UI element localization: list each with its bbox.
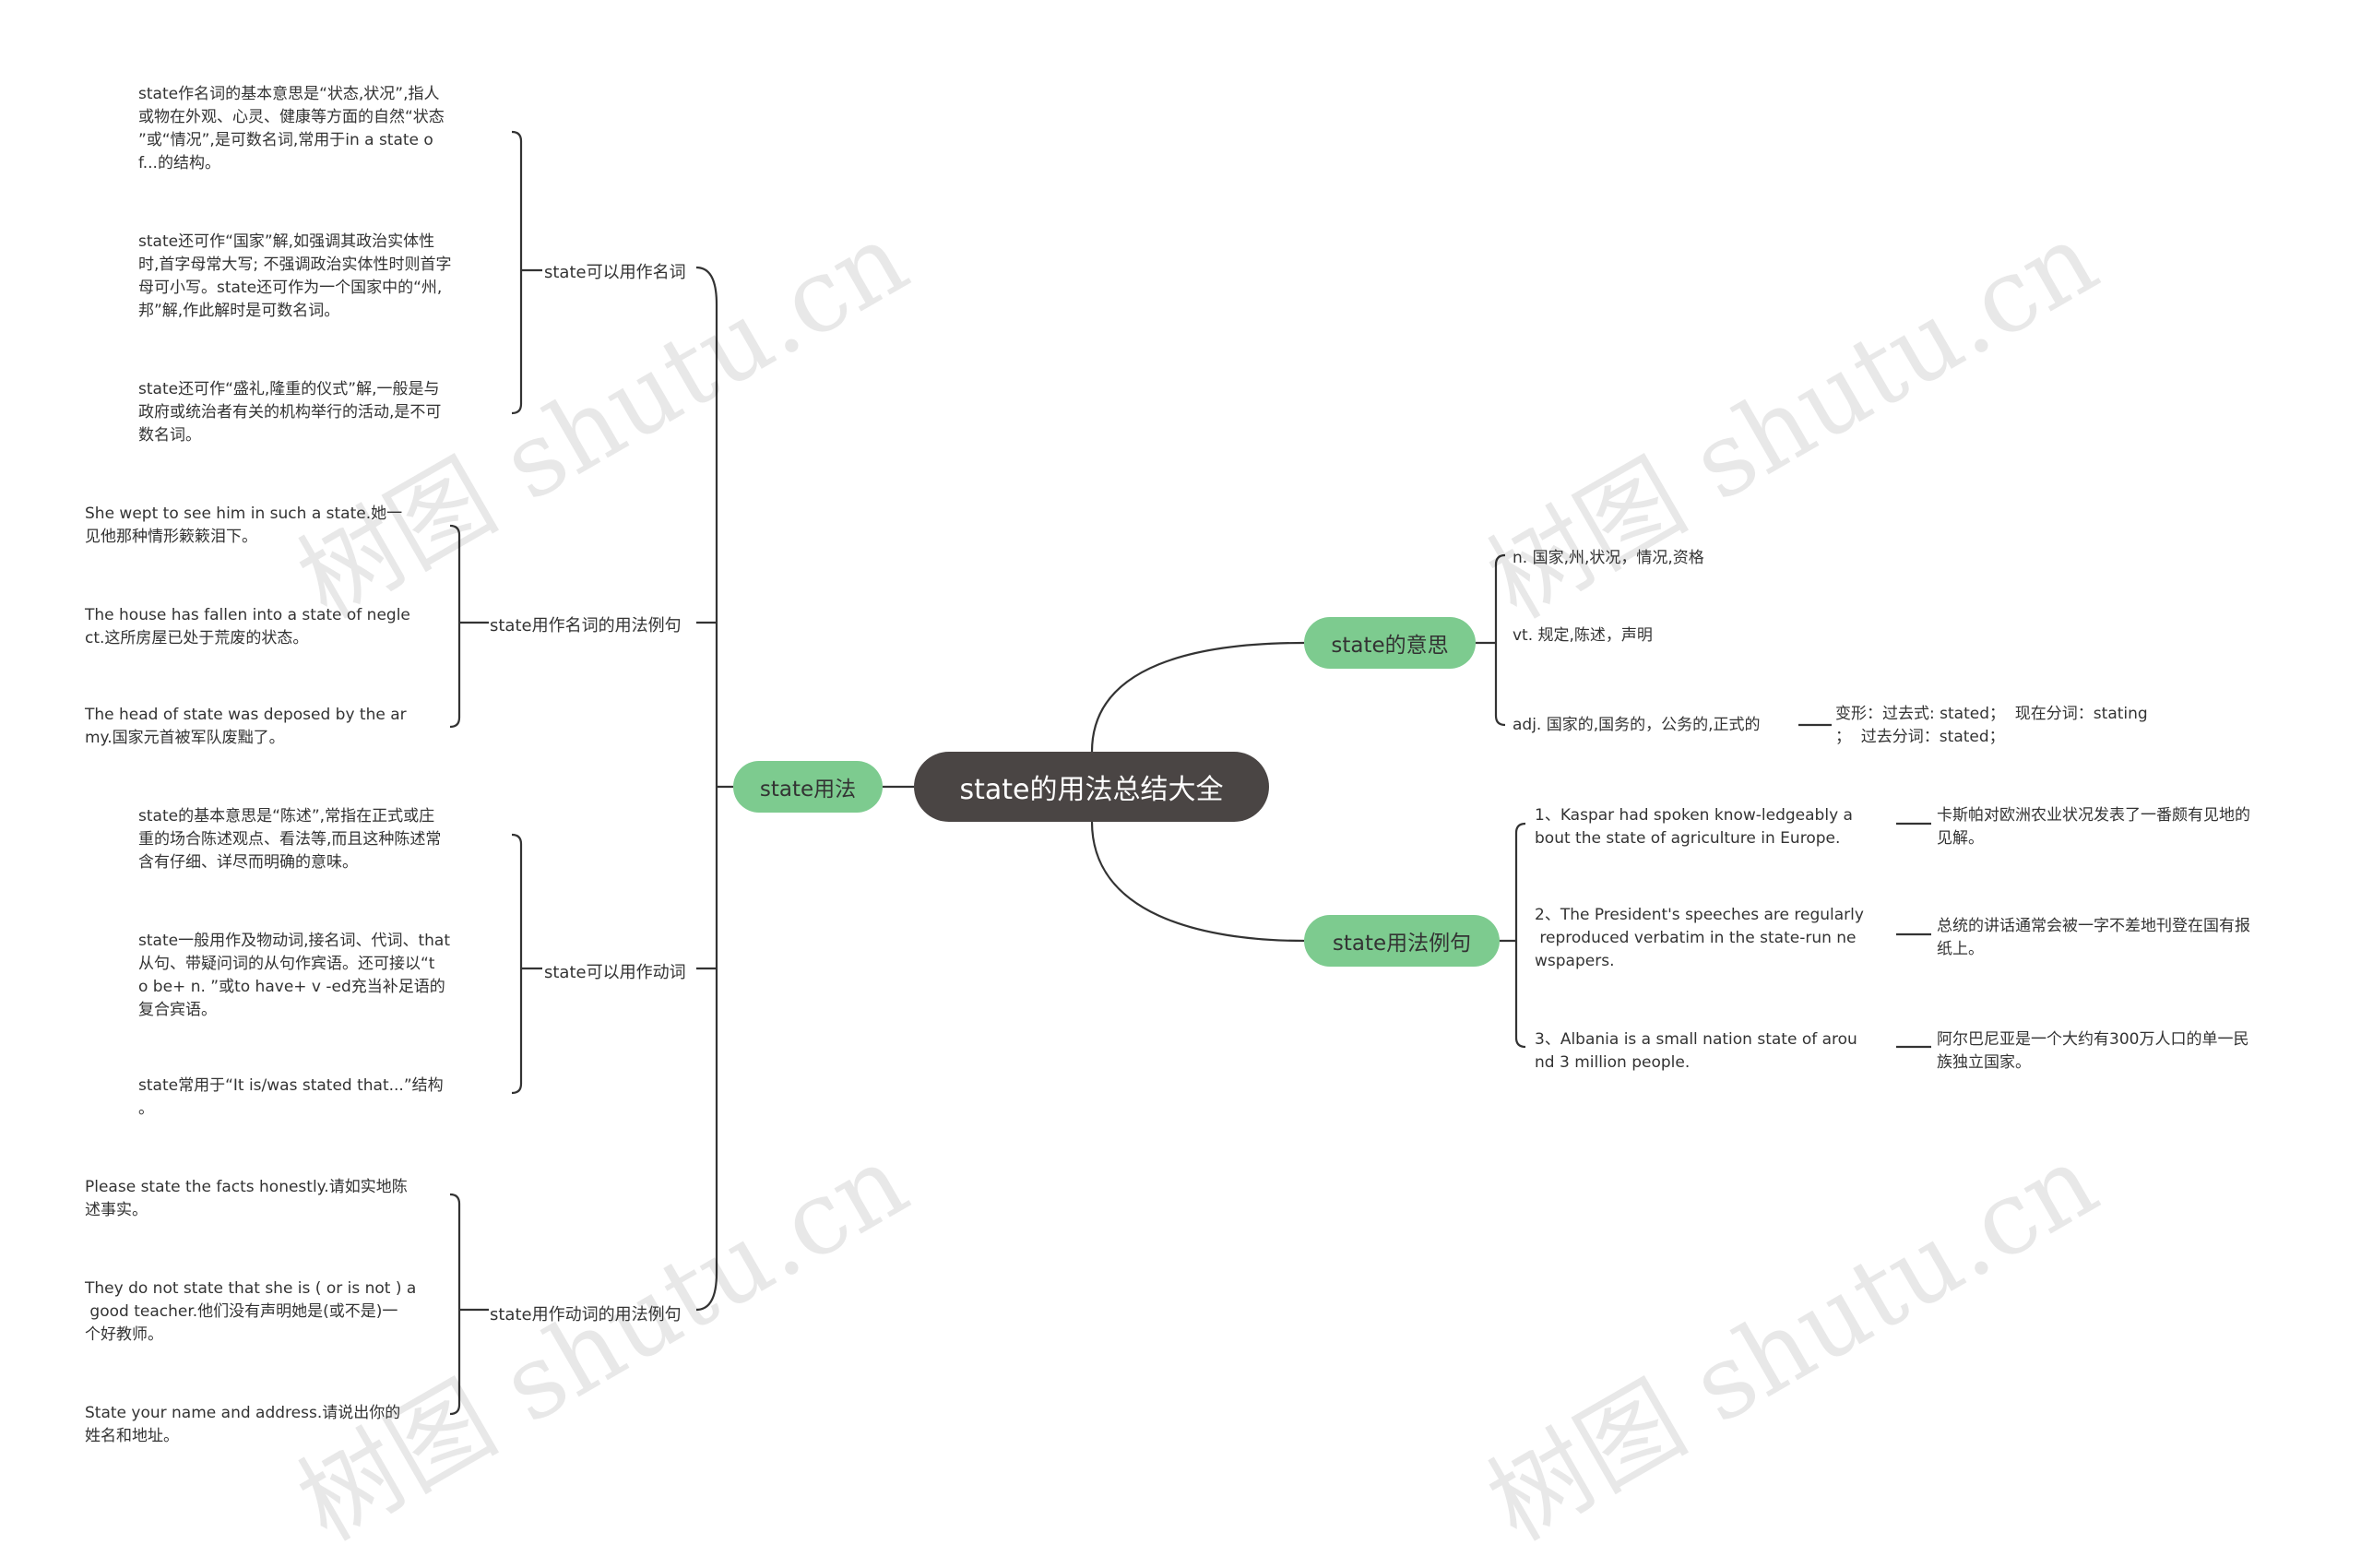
verb-examples-bracket xyxy=(449,1193,461,1416)
meaning-leaf: n. 国家,州,状况，情况,资格 xyxy=(1513,549,1704,567)
meaning-leaf: adj. 国家的,国务的，公务的,正式的 xyxy=(1513,716,1761,734)
example-chinese: 总统的讲话通常会被一字不差地刊登在国有报 纸上。 xyxy=(1937,917,2250,958)
meaning-node[interactable]: state的意思 xyxy=(1304,617,1476,669)
verb-leaf: state常用于“It is/was stated that...”结构 。 xyxy=(138,1076,444,1118)
root-meaning-connector xyxy=(1090,641,1305,753)
example-english: 3、Albania is a small nation state of aro… xyxy=(1535,1030,1857,1072)
noun-leaf: state还可作“盛礼,隆重的仪式”解,一般是与 政府或统治者有关的机构举行的活… xyxy=(138,380,442,445)
verb-bracket xyxy=(511,833,523,1095)
meaning-bracket xyxy=(1494,553,1506,727)
examples-bracket xyxy=(1514,822,1526,1049)
example-chinese: 阿尔巴尼亚是一个大约有300万人口的单一民 族独立国家。 xyxy=(1937,1030,2249,1072)
verb-branch-label[interactable]: state可以用作动词 xyxy=(544,963,686,982)
noun-example-leaf: She wept to see him in such a state.她一 见… xyxy=(85,505,403,546)
verb-example-leaf: Please state the facts honestly.请如实地陈 述事… xyxy=(85,1178,408,1219)
inflection-leaf: 变形：过去式: stated； 现在分词：stating ； 过去分词：stat… xyxy=(1835,705,2148,746)
meaning-leaf: vt. 规定,陈述，声明 xyxy=(1513,626,1653,645)
verb-leaf: state的基本意思是“陈述”,常指在正式或庄 重的场合陈述观点、看法等,而且这… xyxy=(138,807,442,872)
verb-example-leaf: State your name and address.请说出你的 姓名和地址。 xyxy=(85,1404,401,1445)
mind-map-canvas: 树图 shutu.cn 树图 shutu.cn 树图 shutu.cn 树图 s… xyxy=(85,85,2250,1563)
connector-lines xyxy=(449,130,1931,1416)
root-examples-connector xyxy=(1090,821,1305,943)
example-english: 2、The President's speeches are regularly… xyxy=(1535,906,1864,970)
usage-bracket xyxy=(695,266,718,1312)
usage-node[interactable]: state用法 xyxy=(733,761,883,813)
root-node[interactable]: state的用法总结大全 xyxy=(914,752,1269,822)
noun-example-leaf: The head of state was deposed by the ar … xyxy=(85,706,407,747)
examples-node[interactable]: state用法例句 xyxy=(1304,915,1500,967)
verb-example-leaf: They do not state that she is ( or is no… xyxy=(85,1279,417,1344)
verb-examples-branch-label[interactable]: state用作动词的用法例句 xyxy=(490,1305,682,1324)
verb-leaf: state一般用作及物动词,接名词、代词、that 从句、带疑问词的从句作宾语。… xyxy=(138,932,450,1019)
example-english: 1、Kaspar had spoken know-ledgeably a bou… xyxy=(1535,806,1853,848)
noun-examples-bracket xyxy=(449,524,461,729)
example-chinese: 卡斯帕对欧洲农业状况发表了一番颇有见地的 见解。 xyxy=(1937,806,2250,848)
noun-leaf: state还可作“国家”解,如强调其政治实体性 时,首字母常大写; 不强调政治实… xyxy=(138,232,452,320)
noun-example-leaf: The house has fallen into a state of neg… xyxy=(85,606,410,647)
noun-leaf: state作名词的基本意思是“状态,状况”,指人 或物在外观、心灵、健康等方面的… xyxy=(138,85,445,172)
noun-bracket xyxy=(511,130,523,415)
noun-branch-label[interactable]: state可以用作名词 xyxy=(544,263,686,282)
noun-examples-branch-label[interactable]: state用作名词的用法例句 xyxy=(490,616,682,636)
